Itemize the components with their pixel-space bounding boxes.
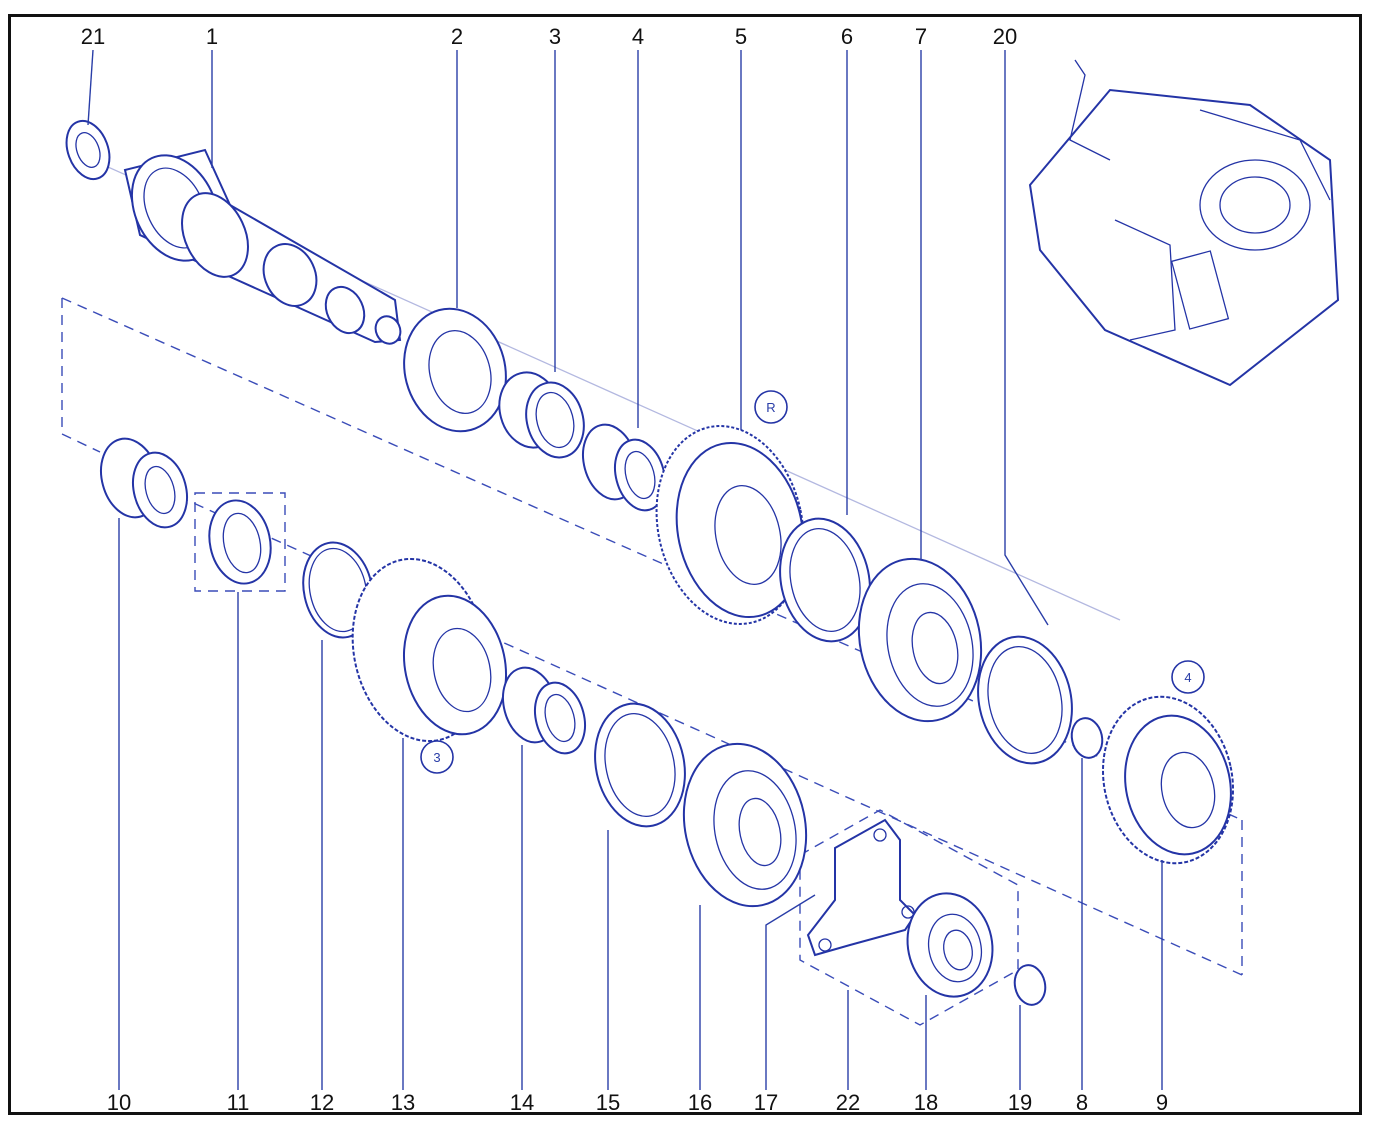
bottom-part-labels: 10 11 12 13 14 15 16 17 22 18 19 8 9 [107, 1090, 1168, 1115]
part-11-split-circlip [208, 499, 272, 585]
part-3-bushing [498, 371, 585, 459]
part-7-synchronizer-hub [857, 557, 983, 723]
part-6-synchro-ring [779, 517, 871, 643]
label-15: 15 [596, 1090, 620, 1115]
third-marker-text: 3 [433, 750, 440, 765]
label-8: 8 [1076, 1090, 1088, 1115]
label-3: 3 [549, 24, 561, 49]
reverse-gear-marker: R [754, 390, 788, 424]
part-9-fourth-gear [1102, 695, 1234, 865]
part-13-third-gear [351, 557, 508, 743]
label-6: 6 [841, 24, 853, 49]
label-22: 22 [836, 1090, 860, 1115]
label-20: 20 [993, 24, 1017, 49]
circlip-bracket-box [194, 492, 286, 592]
label-9: 9 [1156, 1090, 1168, 1115]
part-15-synchro-ring [594, 702, 686, 828]
label-2: 2 [451, 24, 463, 49]
part-19-circlip [1013, 964, 1047, 1006]
assembly-dashed-outline [61, 297, 1243, 1026]
top-part-labels: 21 1 2 3 4 5 6 7 20 [81, 24, 1017, 49]
leader-lines [87, 49, 1163, 1090]
label-4: 4 [632, 24, 644, 49]
plate-bearing-bracket-box [799, 809, 1019, 1026]
label-7: 7 [915, 24, 927, 49]
part-14-needle-bearing [502, 666, 586, 755]
part-2-splined-hub [403, 307, 507, 433]
part-1-input-shaft [123, 148, 402, 345]
part-17-retaining-plate [806, 818, 917, 957]
label-21: 21 [81, 24, 105, 49]
reverse-marker-text: R [766, 400, 775, 415]
label-1: 1 [206, 24, 218, 49]
label-14: 14 [510, 1090, 534, 1115]
part-20-synchro-ring [977, 635, 1073, 765]
part-5-reverse-gear [655, 425, 805, 625]
label-5: 5 [735, 24, 747, 49]
label-13: 13 [391, 1090, 415, 1115]
label-16: 16 [688, 1090, 712, 1115]
part-16-synchronizer-hub [682, 742, 808, 908]
part-21-bearing [65, 119, 111, 181]
part-8-circlip [1070, 717, 1104, 759]
label-12: 12 [310, 1090, 334, 1115]
label-19: 19 [1008, 1090, 1032, 1115]
label-18: 18 [914, 1090, 938, 1115]
label-10: 10 [107, 1090, 131, 1115]
label-11: 11 [227, 1090, 250, 1115]
gearbox-overview-illustration [1028, 59, 1340, 387]
third-gear-marker: 3 [420, 740, 454, 774]
fourth-gear-marker: 4 [1171, 660, 1205, 694]
part-10-needle-bearing [100, 437, 188, 529]
part-4-needle-bearing [582, 423, 666, 512]
label-17: 17 [754, 1090, 778, 1115]
part-18-ball-bearing [906, 892, 994, 998]
fourth-marker-text: 4 [1184, 670, 1191, 685]
